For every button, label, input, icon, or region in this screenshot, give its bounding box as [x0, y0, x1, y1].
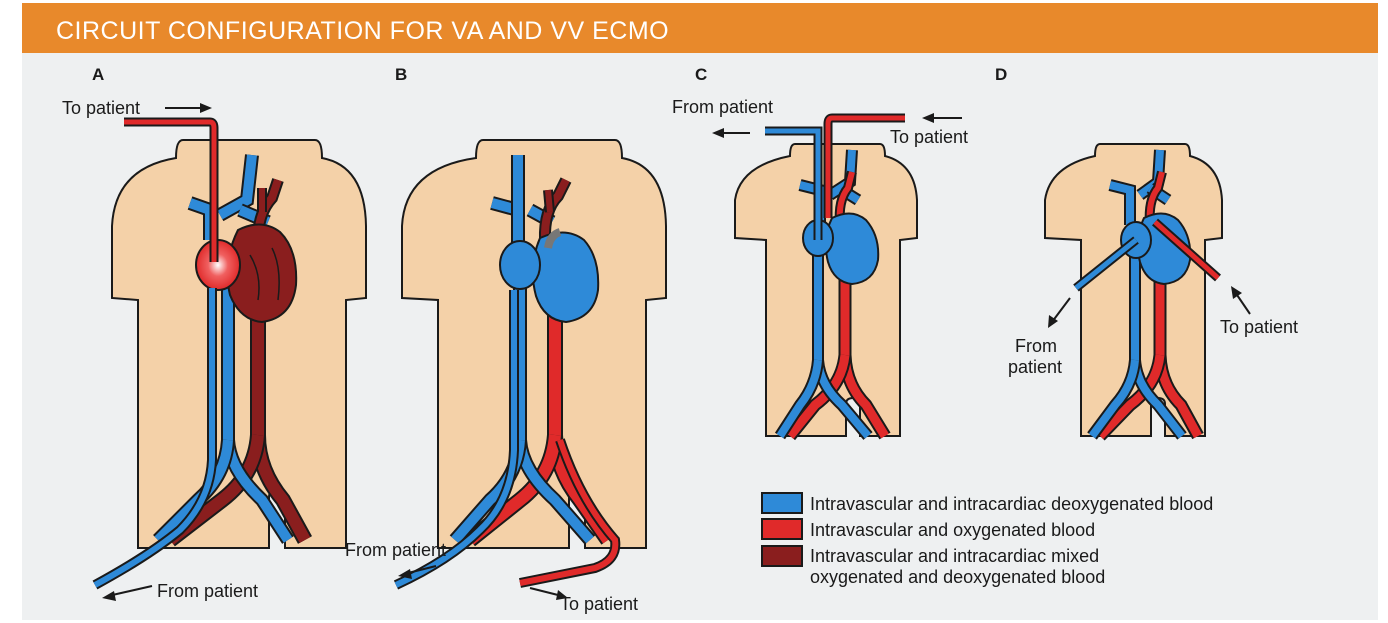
label-c-from-patient: From patient [672, 97, 773, 117]
panel-a-letter: A [92, 65, 104, 84]
legend-swatch-mixed [762, 546, 802, 566]
label-d-to-patient: To patient [1220, 317, 1298, 337]
legend-swatch-deoxygenated [762, 493, 802, 513]
panel-b-letter: B [395, 65, 407, 84]
right-atrium-b [500, 241, 540, 289]
label-c-to-patient: To patient [890, 127, 968, 147]
panel-b: B [345, 65, 666, 614]
legend-swatch-oxygenated [762, 519, 802, 539]
label-d-patient: patient [1008, 357, 1062, 377]
legend: Intravascular and intracardiac deoxygena… [762, 493, 1213, 587]
legend-text-mixed-1: Intravascular and intracardiac mixed [810, 546, 1099, 566]
label-d-from: From [1015, 336, 1057, 356]
panel-d-letter: D [995, 65, 1007, 84]
panel-c: C From patien [672, 65, 968, 436]
label-a-to-patient: To patient [62, 98, 140, 118]
panel-a: A [62, 65, 366, 601]
legend-text-deoxygenated: Intravascular and intracardiac deoxygena… [810, 494, 1213, 514]
label-b-from-patient: From patient [345, 540, 446, 560]
label-b-to-patient: To patient [560, 594, 638, 614]
panel-d: D From patient T [995, 65, 1298, 436]
label-a-from-patient: From patient [157, 581, 258, 601]
heart-c [826, 213, 879, 284]
panel-c-letter: C [695, 65, 707, 84]
legend-text-mixed-2: oxygenated and deoxygenated blood [810, 567, 1105, 587]
heart-b [533, 232, 598, 322]
legend-text-oxygenated: Intravascular and oxygenated blood [810, 520, 1095, 540]
